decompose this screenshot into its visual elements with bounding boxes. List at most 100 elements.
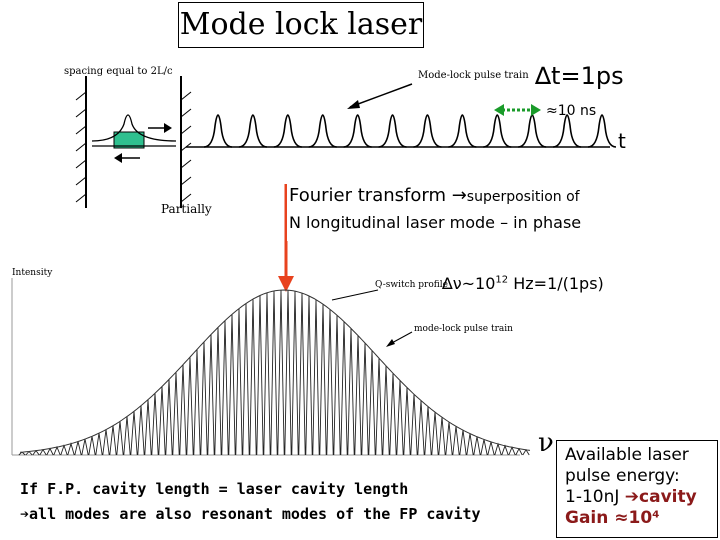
delta-t-label: ∆t=1ps [535, 62, 624, 90]
pulse [238, 114, 268, 148]
spectral-mode [277, 290, 285, 456]
right-mirror-hatch [180, 159, 192, 169]
spectral-mode [333, 315, 341, 456]
pulse-train-pointer [349, 83, 413, 108]
pulse [378, 114, 407, 148]
q-switch-pointer [331, 289, 379, 301]
delta-nu-exponent: 12 [495, 274, 509, 286]
left-mirror-hatch [75, 91, 87, 101]
spectral-mode [431, 412, 439, 456]
spectral-mode [473, 436, 481, 456]
spectral-mode [445, 421, 453, 456]
right-mirror-hatch [180, 108, 192, 118]
spectral-mode [151, 393, 159, 456]
spectral-mode [319, 304, 327, 456]
spectral-mode [60, 444, 68, 456]
pulse [552, 114, 582, 148]
spectral-mode [109, 425, 117, 456]
spectral-mode [396, 380, 404, 456]
pulse [343, 114, 372, 148]
right-mirror-hatch [180, 125, 192, 135]
q-switch-label: Q-switch profile [375, 280, 448, 290]
spectral-mode [347, 328, 355, 456]
left-mirror-hatch [75, 193, 87, 203]
spectral-mode [235, 308, 243, 456]
spectral-mode [221, 320, 229, 456]
left-arrow-head [114, 153, 122, 163]
intensity-label: Intensity [12, 268, 53, 278]
pulse [518, 114, 547, 148]
period-label: ≈10 ns [546, 103, 597, 119]
pulse [273, 114, 302, 148]
spectral-mode [410, 394, 418, 456]
pulse [483, 114, 512, 148]
spectral-mode [165, 379, 173, 456]
spectral-mode [53, 445, 61, 456]
energy-line-3: 1-10nJ ➔cavity [565, 487, 713, 508]
pulse [203, 114, 233, 148]
right-mirror-hatch [180, 176, 192, 186]
spectral-mode [242, 303, 250, 456]
spectral-mode [67, 442, 75, 456]
spectral-mode [375, 358, 383, 456]
spectral-mode [368, 350, 376, 456]
spectral-mode [382, 365, 390, 456]
pulse [308, 114, 337, 148]
delta-nu-prefix: ∆ν~10 [442, 274, 496, 293]
left-mirror-hatch [75, 108, 87, 118]
spectral-mode [515, 447, 523, 456]
pulse [587, 114, 617, 148]
right-mirror-hatch [180, 91, 192, 101]
spectrum-modes [18, 290, 530, 456]
spectral-mode [438, 417, 446, 456]
spectral-mode [312, 299, 320, 456]
spectral-mode [361, 342, 369, 456]
pulse-train [186, 83, 617, 148]
energy-line-2: pulse energy: [565, 466, 680, 486]
spectral-mode [270, 290, 278, 456]
spectral-mode [501, 444, 509, 456]
spacing-label: spacing equal to 2L/c [64, 66, 173, 77]
spectral-mode [214, 327, 222, 456]
cavity-diagram [75, 76, 192, 208]
spectral-mode [88, 436, 96, 456]
left-mirror-hatch [75, 142, 87, 152]
spectral-mode [466, 433, 474, 456]
spectral-mode [340, 321, 348, 456]
spectral-mode [137, 405, 145, 456]
spectral-mode [284, 290, 292, 456]
spectral-mode [389, 373, 397, 456]
fourier-text-box: Fourier transform →superposition of N lo… [287, 181, 691, 241]
left-mirror-hatch [75, 125, 87, 135]
spectral-mode [186, 357, 194, 456]
time-axis-label: t [618, 129, 626, 153]
fourier-arrow [278, 184, 294, 292]
energy-line-3-prefix: 1-10nJ [565, 487, 625, 507]
spectral-mode [74, 441, 82, 456]
spectral-mode [207, 334, 215, 456]
fourier-line-1: Fourier transform →superposition of [289, 185, 580, 206]
spectral-mode [256, 295, 264, 456]
spectral-mode [424, 406, 432, 456]
right-arrow-head [164, 123, 172, 133]
spectral-mode [81, 439, 89, 456]
fourier-line-1-small: superposition of [466, 189, 580, 205]
energy-line-1: Available laser [565, 445, 689, 465]
spectral-mode [102, 429, 110, 456]
spectral-mode [487, 441, 495, 456]
spectral-mode [144, 399, 152, 456]
fourier-line-2: N longitudinal laser mode – in phase [289, 213, 582, 232]
intracavity-pulse [91, 114, 177, 142]
pulse-train-pointer-head [347, 100, 360, 109]
frequency-axis-label: ν [538, 428, 554, 458]
spectral-mode [417, 400, 425, 456]
spectral-mode [263, 292, 271, 456]
spectral-mode [452, 426, 460, 456]
energy-box: Available laser pulse energy: 1-10nJ ➔ca… [556, 440, 718, 538]
spectral-mode [123, 416, 131, 456]
left-mirror-hatch [75, 159, 87, 169]
pulse [413, 114, 442, 148]
mode-lock-pointer-head [386, 339, 395, 347]
spectral-mode [116, 421, 124, 456]
spectral-mode [326, 309, 334, 456]
